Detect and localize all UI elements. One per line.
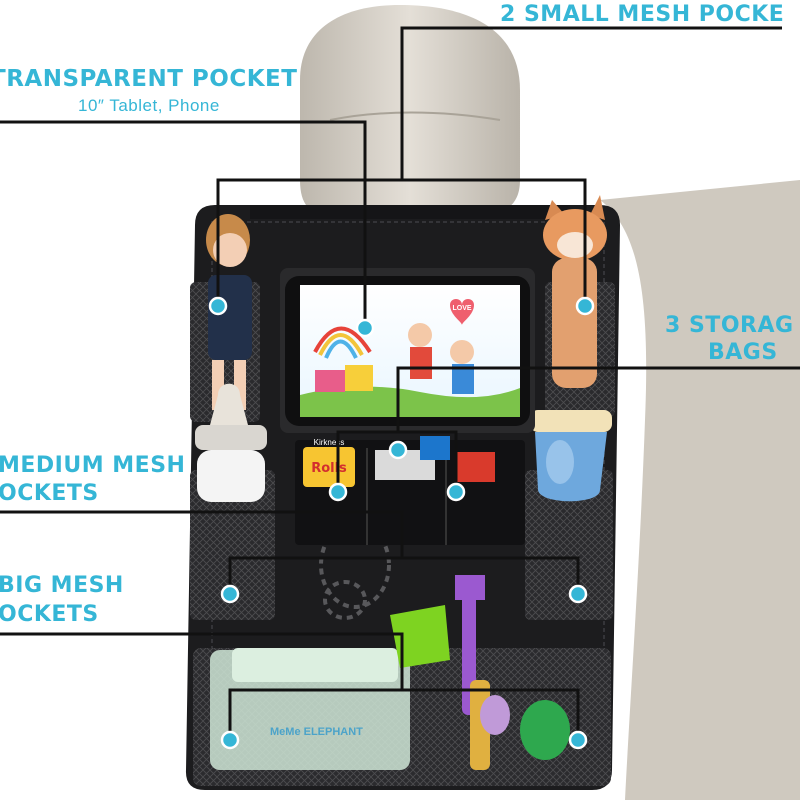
car-seat [600,180,800,800]
dot-storage-right [446,482,466,502]
label-big-mesh-line1: BIG MESH [0,573,124,598]
baby-bottle [195,383,267,502]
dot-medium-mesh-right [568,584,588,604]
big-mesh-pocket: MeMe ELEPHANT [193,648,611,786]
label-transparent-pocket-sub: 10″ Tablet, Phone [78,96,220,115]
kirkness-snack-brand: Kirkness [314,438,345,447]
transparent-tablet-pocket: LOVE [280,268,535,433]
medium-mesh-pocket-right [525,470,613,620]
dot-small-mesh-right [575,296,595,316]
dot-big-mesh-right [568,730,588,750]
label-transparent-pocket: TRANSPARENT POCKET [0,66,298,92]
wipes-brand: MeMe ELEPHANT [270,726,363,738]
dot-transparent-pocket [355,318,375,338]
dot-small-mesh-left [208,296,228,316]
hanging-strap [250,205,570,219]
dot-big-mesh-left [220,730,240,750]
dot-storage-left [328,482,348,502]
label-medium-mesh-line1: MEDIUM MESH [0,453,186,478]
callout-dots [208,296,595,750]
dot-medium-mesh-left [220,584,240,604]
medium-mesh-pocket-left [190,470,275,620]
callout-lines [0,26,800,740]
sand-toys [390,575,570,770]
tablet-love-sign: LOVE [452,305,471,312]
rolls-snack-brand: Rolls [311,461,347,476]
label-small-mesh-pockets: 2 SMALL MESH POCKE [500,2,785,27]
sippy-cup [530,410,612,502]
label-storage-bags-line2: BAGS [708,340,778,365]
label-big-mesh-line2: OCKETS [0,602,99,627]
dot-storage-center [388,440,408,460]
label-medium-mesh-line2: OCKETS [0,481,99,506]
label-storage-bags-line1: 3 STORAG [665,313,794,338]
